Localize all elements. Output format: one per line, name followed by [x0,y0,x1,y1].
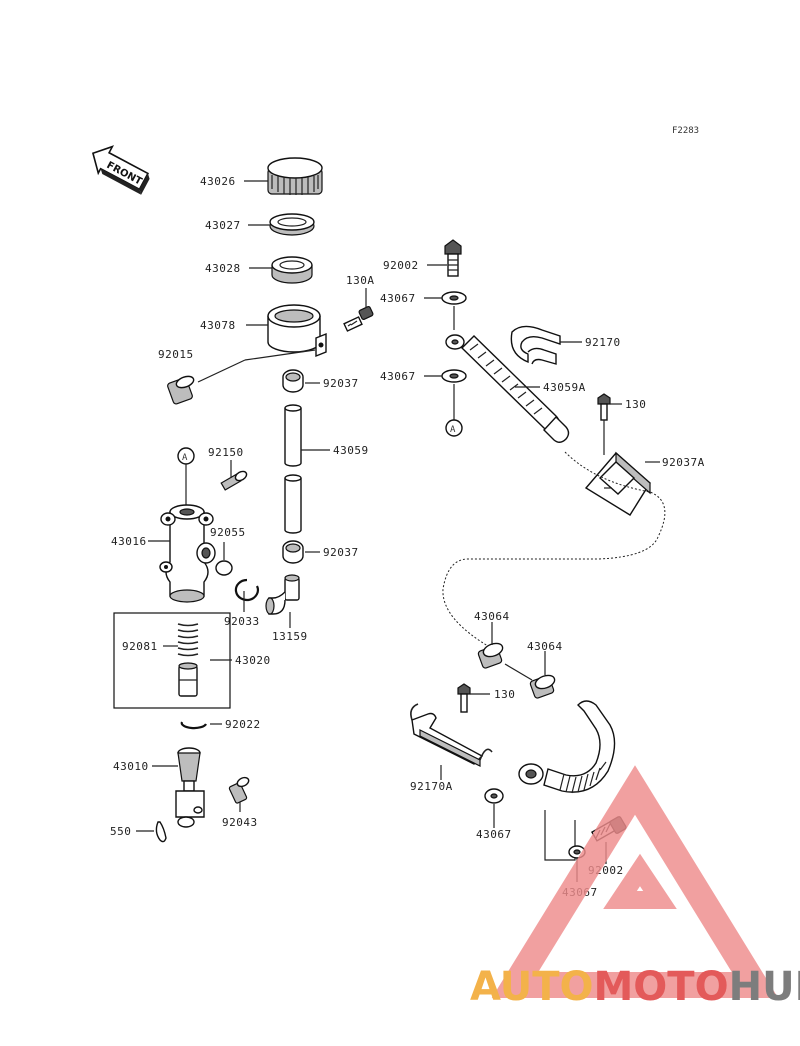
label-43067-c: 43067 [476,828,512,841]
label-130-bottom: 130 [494,688,515,701]
watermark-text: AUTOMOTOHUB [470,964,800,1010]
elbow-fitting [265,574,300,615]
label-92015: 92015 [158,348,194,361]
banjo-bolt-top [444,239,462,277]
hose-routing-path [442,451,666,650]
label-92081: 92081 [122,640,158,653]
guide-92037a [584,451,651,516]
label-92037a: 92037A [662,456,705,469]
push-rod-43010 [175,747,205,828]
screw-92150 [220,470,248,491]
circlip-92022 [180,721,207,730]
svg-text:A: A [182,453,188,463]
callout-a-top: A [177,447,195,465]
cotter-pin-550 [155,821,167,843]
reservoir-diaphragm [271,256,313,284]
pin-92043 [228,776,250,804]
label-92055: 92055 [210,526,246,539]
bracket-92170a [410,703,493,767]
label-130-top: 130 [625,398,646,411]
piston-43020 [178,662,198,697]
brake-hose-lower [518,700,616,794]
label-43059a: 43059A [543,381,586,394]
label-92002-top: 92002 [383,259,419,272]
bolt-130-bottom [457,683,471,713]
bolt-130a [343,305,374,332]
label-43067-a: 43067 [380,292,416,305]
washer-43067-c [484,788,504,804]
svg-text:A: A [450,425,456,435]
watermark-logo [491,765,779,998]
clamp-92037-bottom [282,540,304,564]
callout-a-right: A [445,419,463,437]
label-43020: 43020 [235,654,271,667]
label-92150: 92150 [208,446,244,459]
reservoir-cap [267,157,323,195]
reservoir-plate [269,213,315,236]
label-92037-top: 92037 [323,377,359,390]
label-13159: 13159 [272,630,308,643]
label-43026: 43026 [200,175,236,188]
label-92170a: 92170A [410,780,453,793]
front-arrow-icon: FRONT [91,145,150,195]
label-550: 550 [110,825,131,838]
label-43067-b: 43067 [380,370,416,383]
group-bracket [544,810,576,861]
label-43059: 43059 [333,444,369,457]
grommet-92015 [167,375,195,405]
reservoir-body [267,304,327,358]
spring-92081 [177,623,199,657]
label-43016: 43016 [111,535,147,548]
master-cylinder-body [159,504,216,603]
label-130a: 130A [346,274,375,287]
label-43010: 43010 [113,760,149,773]
clamp-92037-top [282,369,304,393]
clamp-92170 [510,325,561,365]
label-43027: 43027 [205,219,241,232]
grommet-43064-b [529,674,556,699]
figure-code: F2283 [672,126,699,136]
grommet-43064-a [477,642,504,669]
label-43064-b: 43064 [527,640,563,653]
circlip-92033 [234,578,259,602]
reservoir-hose [284,404,302,534]
label-92043: 92043 [222,816,258,829]
brake-hose-upper [445,334,570,443]
label-92170: 92170 [585,336,621,349]
label-92033: 92033 [224,615,260,628]
label-43064-a: 43064 [474,610,510,623]
label-92022: 92022 [225,718,261,731]
o-ring-92055 [215,560,233,576]
washer-43067-b [441,369,467,383]
label-43028: 43028 [205,262,241,275]
bolt-130-top [597,393,611,421]
label-43078: 43078 [200,319,236,332]
label-92037-bottom: 92037 [323,546,359,559]
washer-43067-a [441,291,467,305]
